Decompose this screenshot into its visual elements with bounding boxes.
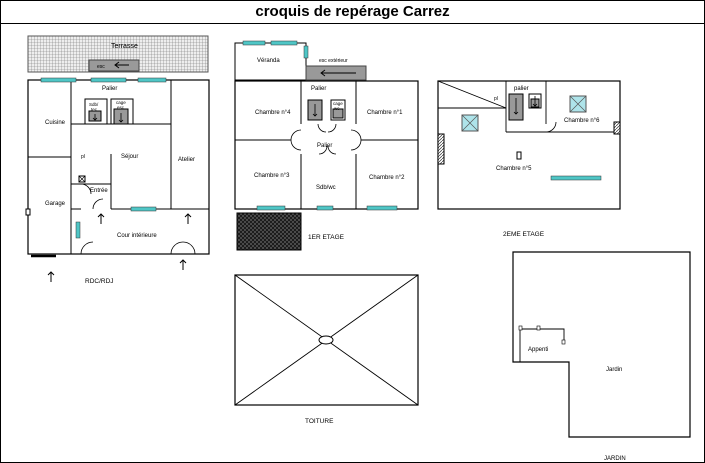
chambre4-label: Chambre n°4 [255, 110, 291, 116]
chimney-hatch [437, 133, 445, 165]
stair-arrow-icon [114, 61, 129, 69]
stair-block-icon [332, 108, 344, 119]
balcony-area [236, 212, 302, 251]
chambre1-label: Chambre n°1 [367, 110, 403, 116]
toiture-caption: TOITURE [305, 418, 334, 425]
stair-down-icon [92, 113, 124, 123]
window [75, 221, 81, 239]
pillar [78, 175, 86, 183]
door-swing [92, 198, 104, 210]
window [303, 45, 309, 59]
palier-label: palier [514, 86, 529, 92]
door-swing [80, 241, 94, 255]
stair-down-icon [312, 104, 318, 117]
entry-arrow-icon [47, 213, 192, 282]
garage-label: Garage [45, 201, 66, 207]
exterior-stair [88, 59, 140, 72]
stair-box [528, 93, 542, 109]
post [536, 325, 541, 331]
window [256, 205, 286, 211]
chimney-hatch [613, 121, 621, 135]
chambre5-label: Chambre n°5 [496, 166, 532, 172]
palier-label: Palier [102, 86, 117, 92]
cage-label-line2: esc [117, 105, 125, 110]
page-title: croquis de repérage Carrez [1, 1, 704, 24]
chambre2-label: Chambre n°2 [369, 175, 405, 181]
window [242, 40, 266, 46]
etage2-caption: 2EME ETAGE [503, 231, 545, 238]
jardin-caption: JARDIN [604, 456, 626, 462]
window [270, 40, 298, 46]
chambre3-label: Chambre n°3 [254, 173, 290, 179]
window [90, 77, 127, 83]
esc-label: esc [97, 64, 105, 70]
roof-outline [234, 274, 419, 406]
atelier-label: Atelier [178, 157, 195, 163]
sdb-box [84, 98, 108, 125]
post [516, 151, 522, 160]
etage1-plan: Véranda esc extérieur Palier cage wc Cha… [234, 40, 419, 251]
appenti-label: Appenti [528, 347, 548, 353]
window [130, 206, 157, 212]
cage-label-line1: cage [116, 100, 126, 105]
cour-label: Cour intérieure [117, 233, 157, 239]
etage1-caption: 1ER ETAGE [308, 234, 345, 241]
pl-label: pl [81, 154, 85, 160]
sdb-label-line1: Sdb/ [89, 102, 99, 107]
skylight-cross [461, 114, 479, 132]
door-swing [80, 183, 92, 195]
pillar-cross [78, 175, 86, 183]
cage-label-line1: cage [333, 101, 343, 106]
entree-label: Entrée [90, 188, 108, 194]
esc-ext-label: esc extérieur [319, 58, 348, 64]
window [550, 175, 602, 181]
toiture-plan: TOITURE [234, 274, 419, 425]
etage2-plan: pl palier Chambre n°6 Chambre n°5 2EME E… [437, 80, 621, 238]
window [366, 205, 398, 211]
stair-arrow-icon [320, 69, 356, 77]
rdc-caption: RDC/RDJ [85, 278, 114, 285]
cage-box [330, 99, 346, 121]
window [40, 77, 77, 83]
jardin-label: Jardin [606, 367, 622, 373]
stair-down-icon [513, 96, 538, 115]
roof-vent-icon [318, 335, 334, 345]
floor-plans: Terrasse esc [25, 35, 691, 462]
garage-window [25, 208, 31, 216]
veranda-box [234, 42, 307, 81]
sdb-label-line2: tec [91, 107, 98, 112]
etage2-walls [437, 80, 620, 133]
rdc-plan: Terrasse esc [25, 35, 210, 285]
palier-top-label: Palier [311, 86, 326, 92]
skylight-cross [569, 95, 587, 113]
window [316, 205, 334, 211]
pl-label: pl [494, 96, 498, 102]
sdbwc-label: Sdb/wc [316, 185, 336, 191]
appenti-walls [513, 328, 565, 363]
cuisine-label: Cuisine [45, 120, 66, 126]
garden-outline [512, 251, 691, 438]
terrasse-label: Terrasse [111, 43, 138, 50]
sejour-label: Séjour [121, 154, 138, 160]
door-swing [290, 123, 362, 155]
post [518, 325, 523, 331]
door-swing [545, 121, 557, 133]
window [137, 77, 167, 83]
palier-label: Palier [317, 143, 332, 149]
jardin-plan: Appenti Jardin JARDIN [512, 251, 691, 462]
etage1-walls [235, 81, 418, 209]
cage-label-line2: wc [334, 106, 340, 111]
post [561, 339, 566, 345]
chambre6-label: Chambre n°6 [564, 118, 600, 124]
veranda-label: Véranda [257, 58, 280, 64]
double-door-swing [170, 241, 196, 255]
